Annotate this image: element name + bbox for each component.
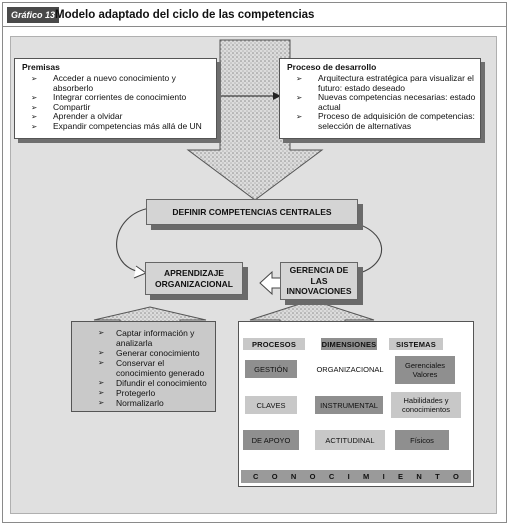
list-item: Protegerlo [98, 388, 211, 398]
conocimiento-letter: O [309, 472, 316, 481]
figure-title: Modelo adaptado del ciclo de las compete… [55, 9, 315, 21]
cycle-right-arrow [349, 221, 383, 275]
conocimiento-letter: O [271, 472, 278, 481]
matrix-cell: GESTIÓN [245, 360, 297, 378]
matrix-header-sistemas: SISTEMAS [389, 338, 443, 350]
list-item: Acceder a nuevo conocimiento y absorberl… [31, 73, 212, 93]
conocimiento-letter: N [416, 472, 422, 481]
conocimiento-letter: C [328, 472, 335, 481]
matrix-header-dimensiones: DIMENSIONES [321, 338, 377, 350]
list-item: Captar información y analizarla [98, 328, 211, 348]
premisas-list: Acceder a nuevo conocimiento y absorberl… [15, 73, 216, 131]
conocimiento-letter: O [453, 472, 459, 481]
proceso-list: Arquitectura estratégica para visualizar… [280, 73, 480, 131]
competencias-matrix: PROCESOS DIMENSIONES SISTEMAS GESTIÓN OR… [238, 321, 474, 487]
conocimiento-letter: I [347, 472, 350, 481]
matrix-cell: INSTRUMENTAL [315, 396, 383, 414]
matrix-cell: ACTITUDINAL [315, 430, 385, 450]
right-up-arrow [249, 299, 375, 323]
matrix-cell: CLAVES [245, 396, 297, 414]
aprendizaje-list-box: Captar información y analizarla Generar … [71, 321, 216, 412]
list-item: Aprender a olvidar [31, 111, 212, 122]
premisas-heading: Premisas [22, 62, 60, 72]
conocimiento-letter: T [435, 472, 440, 481]
matrix-cell: Habilidades y conocimientos [391, 392, 461, 418]
conocimiento-letter: M [363, 472, 370, 481]
list-item: Nuevas competencias necesarias: estado a… [296, 92, 476, 112]
conocimiento-letter: I [382, 472, 385, 481]
list-item: Generar conocimiento [98, 348, 211, 358]
matrix-cell: ORGANIZACIONAL [315, 360, 385, 378]
aprendizaje-list: Captar información y analizarla Generar … [72, 322, 215, 408]
list-item: Normalizarlo [98, 398, 211, 408]
premisas-box: Premisas Acceder a nuevo conocimiento y … [14, 58, 217, 139]
cycle-left-arrow [116, 207, 151, 273]
gerencia-block: GERENCIA DE LAS INNOVACIONES [280, 262, 358, 300]
aprendizaje-block: APRENDIZAJE ORGANIZACIONAL [145, 262, 243, 295]
matrix-cell: DE APOYO [243, 430, 299, 450]
proceso-heading: Proceso de desarrollo [287, 62, 377, 72]
conocimiento-bar: C O N O C I M I E N T O [241, 470, 471, 483]
definir-block: DEFINIR COMPETENCIAS CENTRALES [146, 199, 358, 225]
conocimiento-letter: N [290, 472, 297, 481]
matrix-cell: Físicos [395, 430, 449, 450]
proceso-box: Proceso de desarrollo Arquitectura estra… [279, 58, 481, 139]
conocimiento-letter: C [253, 472, 259, 481]
matrix-header-procesos: PROCESOS [243, 338, 305, 350]
list-item: Expandir competencias más allá de UN [31, 121, 212, 132]
list-item: Arquitectura estratégica para visualizar… [296, 73, 476, 93]
list-item: Compartir [31, 102, 212, 113]
conocimiento-letter: E [398, 472, 404, 481]
list-item: Conservar el conocimiento generado [98, 358, 211, 378]
figure-badge: Gráfico 13 [7, 7, 60, 23]
figure-header: Gráfico 13 Modelo adaptado del ciclo de … [3, 3, 506, 27]
matrix-cell: Gerenciales Valores [395, 356, 455, 384]
left-up-arrow [93, 306, 207, 323]
list-item: Integrar corrientes de conocimiento [31, 92, 212, 103]
list-item: Difundir el conocimiento [98, 378, 211, 388]
list-item: Proceso de adquisición de competencias: … [296, 111, 476, 131]
